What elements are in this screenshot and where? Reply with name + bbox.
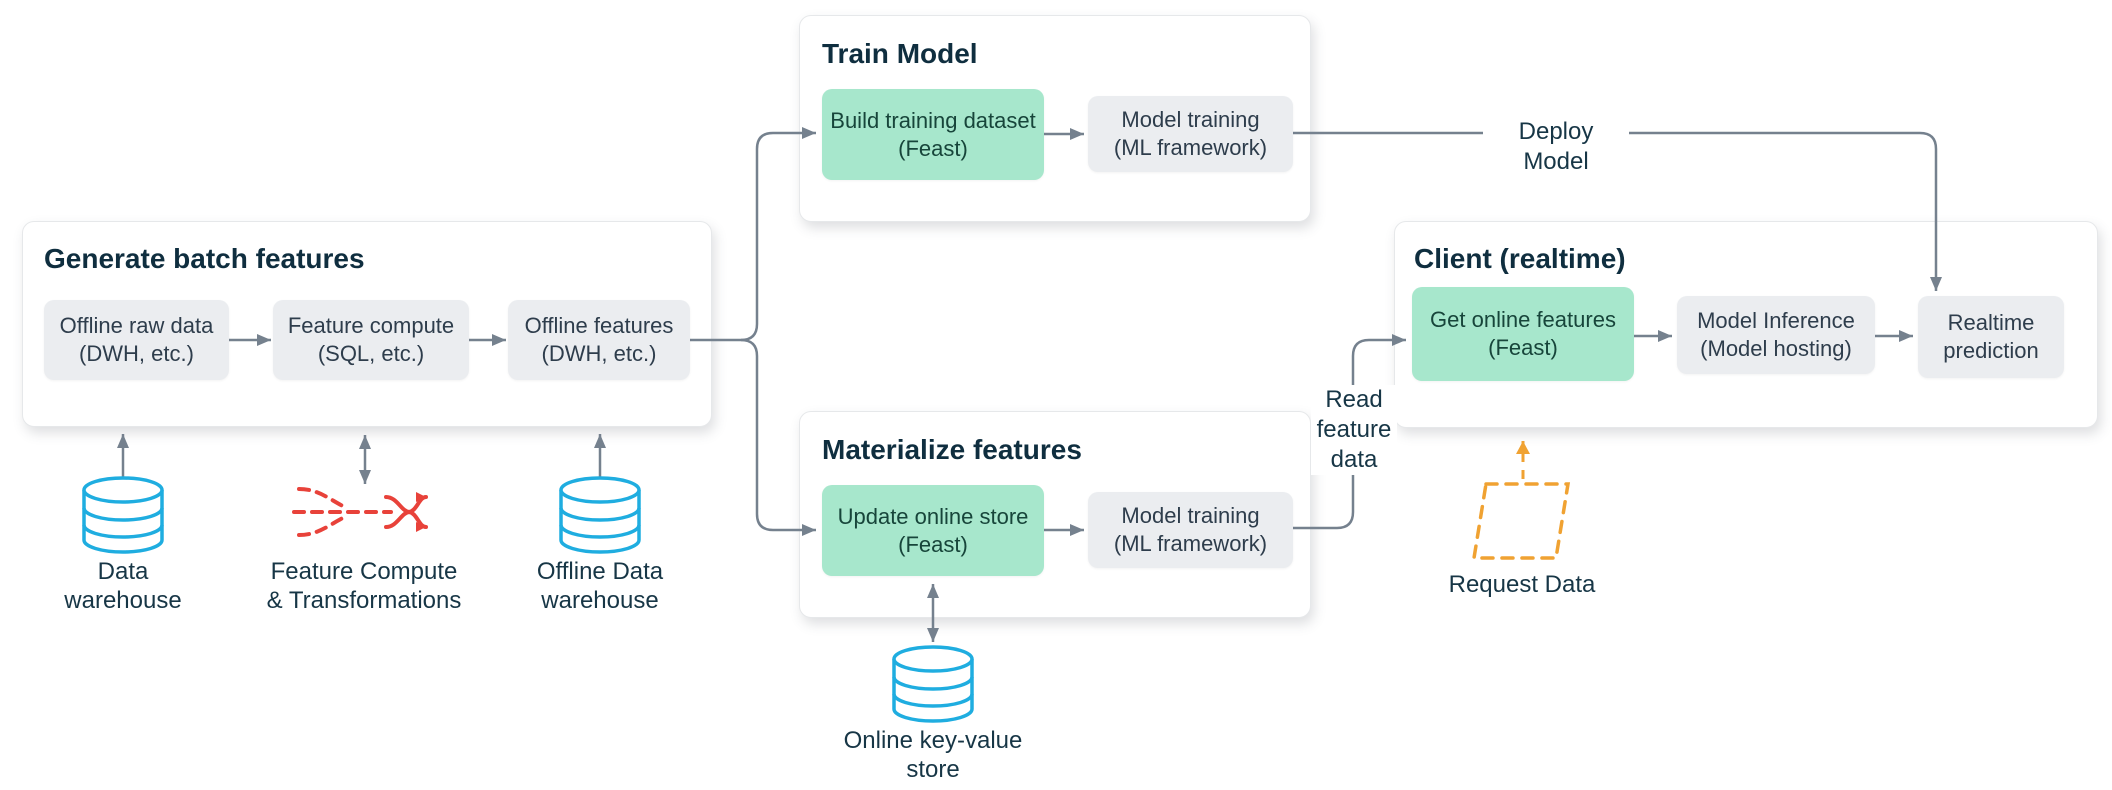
group-title-generate-batch: Generate batch features — [44, 243, 365, 274]
label-data-warehouse: Data warehouse — [64, 558, 182, 614]
database-icon-offline-data-warehouse — [559, 476, 641, 554]
label-offline-data-warehouse: Offline Data warehouse — [536, 558, 664, 614]
edge-label-deploy-model: Deploy Model — [1483, 117, 1629, 177]
node-offline-features: Offline features (DWH, etc.) — [508, 300, 690, 380]
node-model-training-train: Model training (ML framework) — [1088, 96, 1293, 172]
node-update-online-store: Update online store (Feast) — [822, 485, 1044, 576]
node-model-training-materialize: Model training (ML framework) — [1088, 492, 1293, 568]
node-get-online-features: Get online features (Feast) — [1412, 287, 1634, 381]
node-offline-raw-data: Offline raw data (DWH, etc.) — [44, 300, 229, 380]
database-icon-data-warehouse — [82, 476, 164, 554]
parallelogram-icon-request-data — [1471, 482, 1571, 560]
label-feature-compute-transformations: Feature Compute & Transformations — [266, 558, 462, 614]
node-model-inference: Model Inference (Model hosting) — [1677, 296, 1875, 374]
shuffle-icon — [292, 487, 428, 537]
edge-label-read-feature-data: Read feature data — [1311, 385, 1397, 475]
group-title-train-model: Train Model — [822, 38, 978, 69]
label-online-key-value-store: Online key-value store — [843, 727, 1023, 783]
group-title-client: Client (realtime) — [1414, 243, 1626, 274]
node-realtime-prediction: Realtime prediction — [1918, 296, 2064, 378]
group-title-materialize: Materialize features — [822, 434, 1082, 465]
node-feature-compute: Feature compute (SQL, etc.) — [273, 300, 469, 380]
database-icon-online-key-value-store — [892, 645, 974, 723]
label-request-data: Request Data — [1448, 571, 1596, 598]
node-build-training-dataset: Build training dataset (Feast) — [822, 89, 1044, 180]
